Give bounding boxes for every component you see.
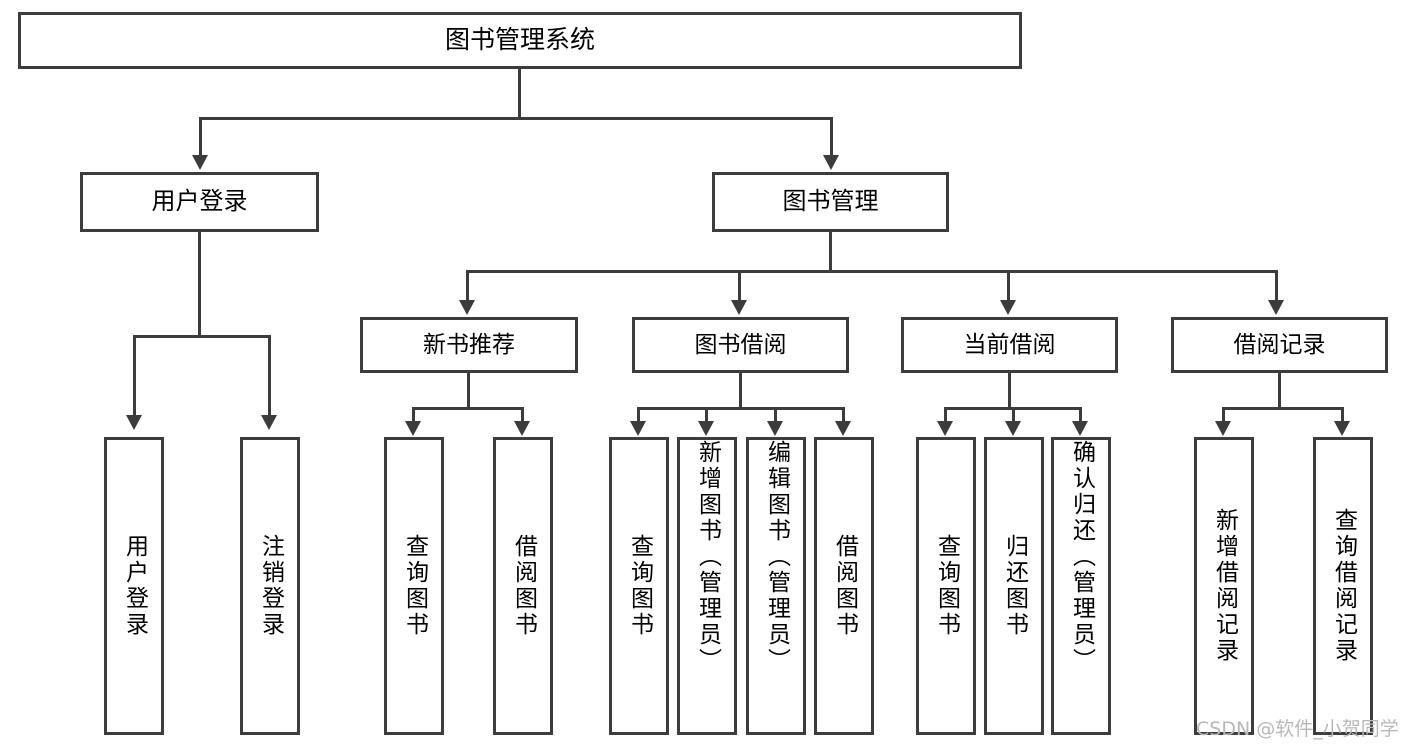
- connector-new-book-stem: [467, 373, 470, 407]
- arrowhead-borrow-record-to-leaf-1: [1215, 421, 1231, 436]
- connector-new-book-to-leaf-2: [521, 407, 524, 423]
- connector-book-management-to-current: [1007, 270, 1010, 302]
- node-label: 归还图书: [1001, 534, 1028, 638]
- connector-current-borrow-to-leaf-2: [1012, 407, 1015, 423]
- leaf-book-borrow-borrow-book[interactable]: 借阅图书: [814, 437, 874, 735]
- leaf-book-borrow-add-book-admin[interactable]: 新增图书（管理员）: [677, 437, 737, 735]
- connector-user-login-to-leaf-2: [268, 335, 271, 417]
- leaf-current-borrow-return-book[interactable]: 归还图书: [984, 437, 1044, 735]
- connector-book-management-stem: [829, 232, 832, 270]
- connector-borrow-record-to-leaf-1: [1222, 407, 1225, 423]
- arrowhead-user-login-to-leaf-1: [126, 415, 142, 430]
- connector-book-management-to-record: [1275, 270, 1278, 302]
- leaf-new-book-query-book[interactable]: 查询图书: [384, 437, 444, 735]
- connector-current-borrow-stem: [1008, 373, 1011, 407]
- arrowhead-book-management-to-borrow: [731, 300, 747, 315]
- node-label: 新书推荐: [423, 331, 515, 358]
- connector-user-login-stem: [198, 232, 201, 335]
- node-label: 新增借阅记录: [1211, 508, 1238, 664]
- arrowhead-book-management-to-record: [1268, 300, 1284, 315]
- connector-root-split-bar: [199, 117, 833, 120]
- leaf-user-login-logout[interactable]: 注销登录: [240, 437, 300, 735]
- leaf-book-borrow-edit-book-admin[interactable]: 编辑图书（管理员）: [746, 437, 806, 735]
- node-label: 用户登录: [121, 534, 148, 638]
- node-current-borrow[interactable]: 当前借阅: [901, 317, 1118, 373]
- csdn-watermark: CSDN @软件_小贺同学: [1196, 718, 1399, 740]
- leaf-borrow-record-add-record[interactable]: 新增借阅记录: [1194, 437, 1254, 735]
- connector-new-book-split-bar: [412, 407, 524, 410]
- node-label: 图书管理: [782, 187, 879, 216]
- connector-new-book-to-leaf-1: [412, 407, 415, 423]
- node-label: 查询图书: [626, 534, 653, 638]
- arrowhead-root-to-book-manage: [823, 155, 839, 170]
- arrowhead-new-book-to-leaf-1: [405, 421, 421, 436]
- node-root-library-system[interactable]: 图书管理系统: [18, 12, 1022, 69]
- node-label: 查询图书: [933, 534, 960, 638]
- node-label: 查询借阅记录: [1330, 508, 1357, 664]
- leaf-current-borrow-query-book[interactable]: 查询图书: [916, 437, 976, 735]
- node-label: 注销登录: [257, 534, 284, 638]
- node-label: 图书管理系统: [444, 25, 595, 55]
- connector-current-borrow-to-leaf-3: [1079, 407, 1082, 423]
- arrowhead-current-borrow-to-leaf-1: [937, 421, 953, 436]
- arrowhead-book-borrow-to-leaf-1: [630, 421, 646, 436]
- arrowhead-user-login-to-leaf-2: [261, 415, 277, 430]
- connector-borrow-record-to-leaf-2: [1341, 407, 1344, 423]
- node-book-management[interactable]: 图书管理: [712, 172, 949, 232]
- connector-user-login-split-bar: [133, 335, 270, 338]
- connector-book-borrow-to-leaf-3: [774, 407, 777, 423]
- node-borrow-record[interactable]: 借阅记录: [1171, 317, 1388, 373]
- connector-borrow-record-split-bar: [1222, 407, 1344, 410]
- connector-book-borrow-stem: [739, 373, 742, 407]
- leaf-new-book-borrow-book[interactable]: 借阅图书: [493, 437, 553, 735]
- connector-root-to-book-manage: [830, 117, 833, 157]
- leaf-borrow-record-query-record[interactable]: 查询借阅记录: [1313, 437, 1373, 735]
- connector-book-management-split-bar: [466, 270, 1278, 273]
- arrowhead-root-to-user-login: [192, 155, 208, 170]
- node-label: 当前借阅: [963, 331, 1056, 358]
- node-user-login[interactable]: 用户登录: [80, 172, 319, 232]
- connector-user-login-to-leaf-1: [133, 335, 136, 417]
- arrowhead-current-borrow-to-leaf-3: [1072, 421, 1088, 436]
- arrowhead-book-borrow-to-leaf-4: [835, 421, 851, 436]
- node-label: 借阅图书: [831, 534, 858, 638]
- arrowhead-current-borrow-to-leaf-2: [1005, 421, 1021, 436]
- arrowhead-borrow-record-to-leaf-2: [1334, 421, 1350, 436]
- arrowhead-new-book-to-leaf-2: [514, 421, 530, 436]
- node-new-book-recommend[interactable]: 新书推荐: [360, 317, 578, 373]
- connector-root-stem: [518, 69, 521, 117]
- connector-book-management-to-borrow: [738, 270, 741, 302]
- arrowhead-book-management-to-current: [1000, 300, 1016, 315]
- node-label: 图书借阅: [694, 331, 787, 358]
- node-label: 用户登录: [151, 187, 248, 216]
- node-label: 借阅记录: [1233, 331, 1326, 358]
- node-label: 确认归还（管理员）: [1068, 440, 1095, 674]
- connector-book-management-to-new-book: [466, 270, 469, 302]
- node-label: 新增图书（管理员）: [694, 440, 721, 674]
- leaf-book-borrow-query-book[interactable]: 查询图书: [609, 437, 669, 735]
- connector-book-borrow-to-leaf-4: [842, 407, 845, 423]
- connector-book-borrow-to-leaf-1: [637, 407, 640, 423]
- connector-root-to-user-login: [199, 117, 202, 157]
- arrowhead-book-borrow-to-leaf-2: [698, 421, 714, 436]
- connector-book-borrow-to-leaf-2: [705, 407, 708, 423]
- leaf-user-login-login[interactable]: 用户登录: [104, 437, 164, 735]
- connector-book-borrow-split-bar: [637, 407, 845, 410]
- connector-borrow-record-stem: [1278, 373, 1281, 407]
- leaf-current-borrow-confirm-return-admin[interactable]: 确认归还（管理员）: [1051, 437, 1111, 735]
- arrowhead-book-management-to-new-book: [459, 300, 475, 315]
- arrowhead-book-borrow-to-leaf-3: [767, 421, 783, 436]
- node-label: 编辑图书（管理员）: [763, 440, 790, 674]
- node-label: 借阅图书: [510, 534, 537, 638]
- connector-current-borrow-to-leaf-1: [944, 407, 947, 423]
- node-label: 查询图书: [401, 534, 428, 638]
- node-book-borrow[interactable]: 图书借阅: [632, 317, 849, 373]
